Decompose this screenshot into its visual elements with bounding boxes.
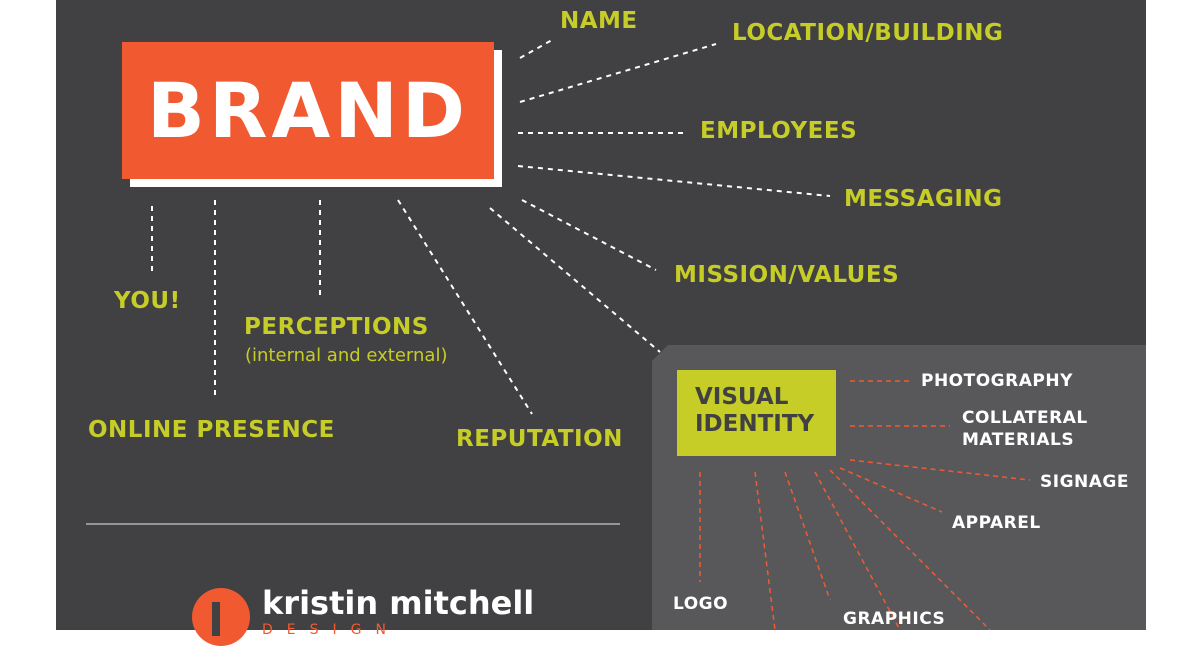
brand-label: BRAND	[147, 66, 469, 155]
label-signage: SIGNAGE	[1040, 472, 1129, 492]
visual-identity-line2: IDENTITY	[695, 411, 815, 437]
brand-box: BRAND	[122, 42, 494, 179]
label-photography: PHOTOGRAPHY	[921, 371, 1073, 391]
company-logo-name: kristin mitchell	[262, 584, 535, 622]
label-you: YOU!	[114, 288, 181, 314]
label-perceptions-note: (internal and external)	[245, 345, 448, 366]
label-perceptions: PERCEPTIONS	[244, 314, 429, 340]
label-collateral-2: MATERIALS	[962, 430, 1075, 450]
label-apparel: APPAREL	[952, 513, 1041, 533]
connector-signage	[849, 459, 1031, 481]
connector-reputation	[397, 199, 533, 415]
connector-messaging	[517, 165, 831, 197]
label-location: LOCATION/BUILDING	[732, 20, 1004, 46]
connector-mission	[521, 199, 657, 271]
label-graphics: GRAPHICS	[843, 609, 946, 629]
connector-graphics-2	[784, 471, 831, 601]
visual-identity-box: VISUAL IDENTITY	[677, 370, 836, 456]
connector-apparel	[839, 467, 943, 513]
company-logo-tagline: DESIGN	[262, 622, 400, 638]
label-online-presence: ONLINE PRESENCE	[88, 417, 335, 443]
label-collateral-1: COLLATERAL	[962, 408, 1088, 428]
label-employees: EMPLOYEES	[700, 118, 858, 144]
label-reputation: REPUTATION	[456, 426, 623, 452]
connector-extra-1	[814, 471, 901, 630]
visual-identity-line1: VISUAL	[695, 384, 789, 410]
label-logo: LOGO	[673, 594, 729, 614]
label-mission: MISSION/VALUES	[674, 262, 900, 288]
connector-name	[519, 39, 553, 59]
label-messaging: MESSAGING	[844, 186, 1003, 212]
connector-extra-2	[829, 469, 991, 630]
kristin-mitchell-logo-icon	[192, 588, 250, 646]
connector-location	[519, 43, 717, 103]
connector-visual	[489, 207, 661, 353]
label-name: NAME	[560, 8, 638, 34]
